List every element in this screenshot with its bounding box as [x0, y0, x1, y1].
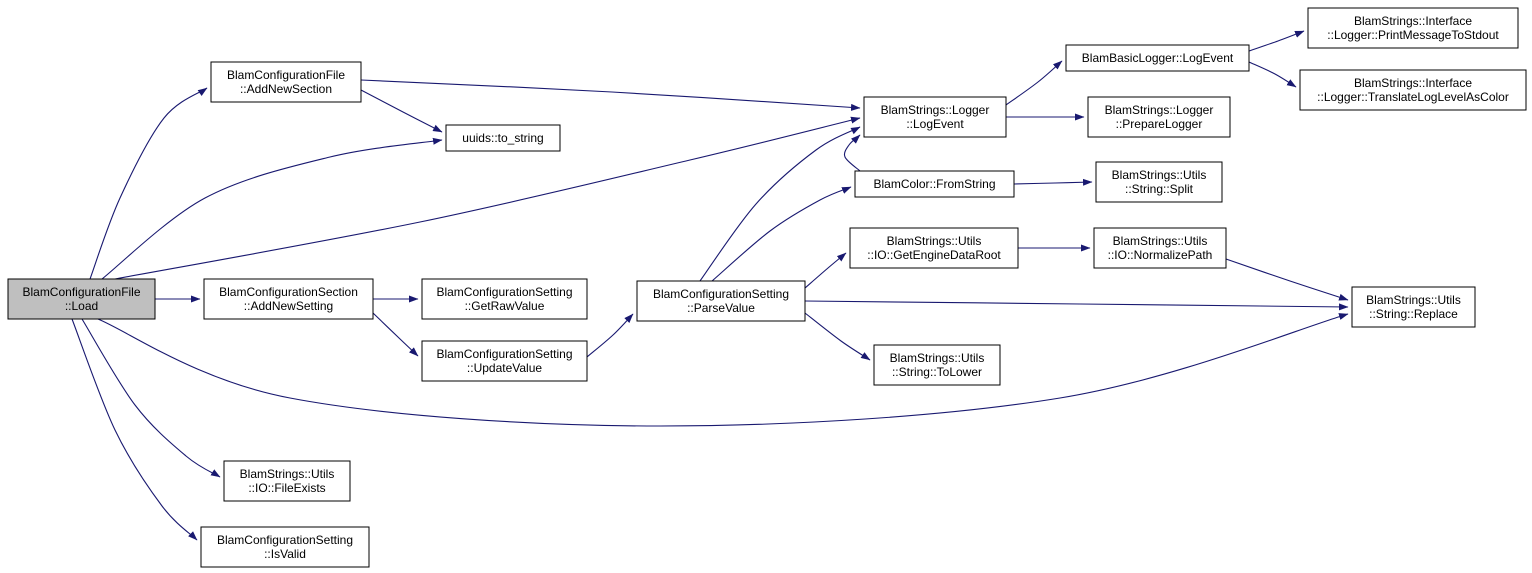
graph-node-string-to-lower[interactable]: BlamStrings::Utils::String::ToLower — [873, 344, 1001, 386]
graph-node-update-value[interactable]: BlamConfigurationSetting::UpdateValue — [421, 340, 588, 382]
graph-node-get-raw-value[interactable]: BlamConfigurationSetting::GetRawValue — [421, 278, 588, 320]
graph-edge-load-is-valid — [71, 318, 198, 541]
graph-edge-add-new-setting-update-value — [372, 312, 419, 357]
graph-node-label: ::String::Replace — [1369, 307, 1458, 321]
graph-node-label: ::IO::NormalizePath — [1108, 248, 1213, 262]
graph-node-label: BlamStrings::Utils — [1366, 293, 1461, 307]
graph-node-label: BlamConfigurationFile — [22, 285, 140, 299]
graph-node-add-new-section[interactable]: BlamConfigurationFile::AddNewSection — [210, 61, 362, 103]
graph-edge-load-string-replace — [97, 313, 1349, 427]
graph-edge-basic-logger-log-event-print-message-to-stdout — [1248, 30, 1305, 52]
graph-node-label: BlamStrings::Utils — [1113, 234, 1208, 248]
graph-node-basic-logger-log-event[interactable]: BlamBasicLogger::LogEvent — [1065, 44, 1250, 72]
graph-node-label: ::UpdateValue — [467, 361, 542, 375]
graph-node-get-engine-data-root[interactable]: BlamStrings::Utils::IO::GetEngineDataRoo… — [849, 227, 1019, 269]
graph-node-label: BlamStrings::Utils — [1112, 168, 1207, 182]
graph-node-label: BlamConfigurationSection — [219, 285, 358, 299]
graph-node-label: BlamStrings::Logger — [1105, 103, 1214, 117]
graph-node-logger-log-event[interactable]: BlamStrings::Logger::LogEvent — [863, 96, 1007, 138]
graph-node-label: ::AddNewSetting — [244, 299, 333, 313]
graph-edge-parse-value-string-to-lower — [804, 312, 871, 361]
graph-node-label: BlamColor::FromString — [873, 177, 995, 191]
graph-node-label: ::IO::GetEngineDataRoot — [867, 248, 1001, 262]
graph-edge-color-from-string-logger-log-event — [843, 134, 861, 172]
graph-node-normalize-path[interactable]: BlamStrings::Utils::IO::NormalizePath — [1093, 227, 1227, 269]
graph-node-label: BlamConfigurationSetting — [436, 347, 572, 361]
graph-edge-add-new-section-logger-log-event — [360, 79, 861, 111]
graph-node-label: ::IO::FileExists — [248, 481, 325, 495]
graph-edge-update-value-parse-value — [586, 313, 634, 358]
graph-edge-parse-value-logger-log-event — [699, 126, 861, 282]
graph-edge-color-from-string-string-split — [1013, 178, 1093, 186]
graph-edge-load-uuids-to-string — [101, 137, 443, 280]
graph-node-label: BlamStrings::Utils — [240, 467, 335, 481]
graph-node-color-from-string[interactable]: BlamColor::FromString — [854, 170, 1015, 198]
graph-node-label: ::Logger::TranslateLogLevelAsColor — [1317, 90, 1509, 104]
graph-edge-add-new-section-uuids-to-string — [360, 89, 443, 133]
graph-node-translate-log-level-as-color[interactable]: BlamStrings::Interface::Logger::Translat… — [1299, 69, 1527, 111]
graph-edge-load-io-file-exists — [81, 318, 221, 478]
graph-node-label: ::Load — [65, 299, 98, 313]
graph-edge-parse-value-color-from-string — [711, 186, 852, 282]
graph-node-io-file-exists[interactable]: BlamStrings::Utils::IO::FileExists — [223, 460, 351, 502]
graph-edge-logger-log-event-basic-logger-log-event — [1005, 60, 1063, 106]
graph-node-label: ::IsValid — [264, 547, 306, 561]
graph-node-label: ::String::Split — [1125, 182, 1194, 196]
graph-edge-basic-logger-log-event-translate-log-level-as-color — [1248, 61, 1297, 88]
graph-edge-load-add-new-section — [89, 87, 208, 280]
edges-layer — [71, 30, 1349, 541]
graph-node-label: BlamConfigurationSetting — [653, 287, 789, 301]
graph-node-string-split[interactable]: BlamStrings::Utils::String::Split — [1095, 161, 1223, 203]
graph-node-label: BlamStrings::Utils — [890, 351, 985, 365]
graph-node-label: BlamConfigurationSetting — [436, 285, 572, 299]
graph-node-label: uuids::to_string — [462, 131, 543, 145]
graph-node-label: ::PrepareLogger — [1116, 117, 1203, 131]
graph-node-label: ::ParseValue — [687, 301, 755, 315]
graph-edge-normalize-path-string-replace — [1225, 258, 1349, 301]
graph-node-label: BlamBasicLogger::LogEvent — [1082, 51, 1234, 65]
graph-node-label: ::AddNewSection — [240, 82, 332, 96]
graph-node-label: BlamConfigurationSetting — [217, 533, 353, 547]
graph-node-label: BlamStrings::Utils — [887, 234, 982, 248]
graph-node-parse-value[interactable]: BlamConfigurationSetting::ParseValue — [636, 280, 806, 322]
nodes-layer: BlamConfigurationFile::LoadBlamConfigura… — [7, 7, 1527, 568]
graph-node-label: BlamConfigurationFile — [227, 68, 345, 82]
graph-node-label: ::LogEvent — [906, 117, 964, 131]
graph-node-label: BlamStrings::Logger — [881, 103, 990, 117]
graph-node-label: BlamStrings::Interface — [1354, 14, 1472, 28]
graph-node-string-replace[interactable]: BlamStrings::Utils::String::Replace — [1351, 286, 1476, 328]
graph-edge-parse-value-string-replace — [804, 300, 1349, 311]
graph-node-label: BlamStrings::Interface — [1354, 76, 1472, 90]
graph-edge-load-logger-log-event — [114, 116, 861, 280]
graph-node-load[interactable]: BlamConfigurationFile::Load — [7, 278, 156, 320]
graph-node-is-valid[interactable]: BlamConfigurationSetting::IsValid — [200, 526, 370, 568]
graph-node-add-new-setting[interactable]: BlamConfigurationSection::AddNewSetting — [203, 278, 374, 320]
graph-edge-parse-value-get-engine-data-root — [804, 252, 847, 289]
graph-node-label: ::GetRawValue — [465, 299, 545, 313]
graph-node-print-message-to-stdout[interactable]: BlamStrings::Interface::Logger::PrintMes… — [1307, 7, 1519, 49]
graph-node-label: ::Logger::PrintMessageToStdout — [1327, 28, 1499, 42]
graph-node-prepare-logger[interactable]: BlamStrings::Logger::PrepareLogger — [1087, 96, 1231, 138]
graph-node-label: ::String::ToLower — [892, 365, 982, 379]
graph-node-uuids-to-string[interactable]: uuids::to_string — [445, 124, 561, 152]
